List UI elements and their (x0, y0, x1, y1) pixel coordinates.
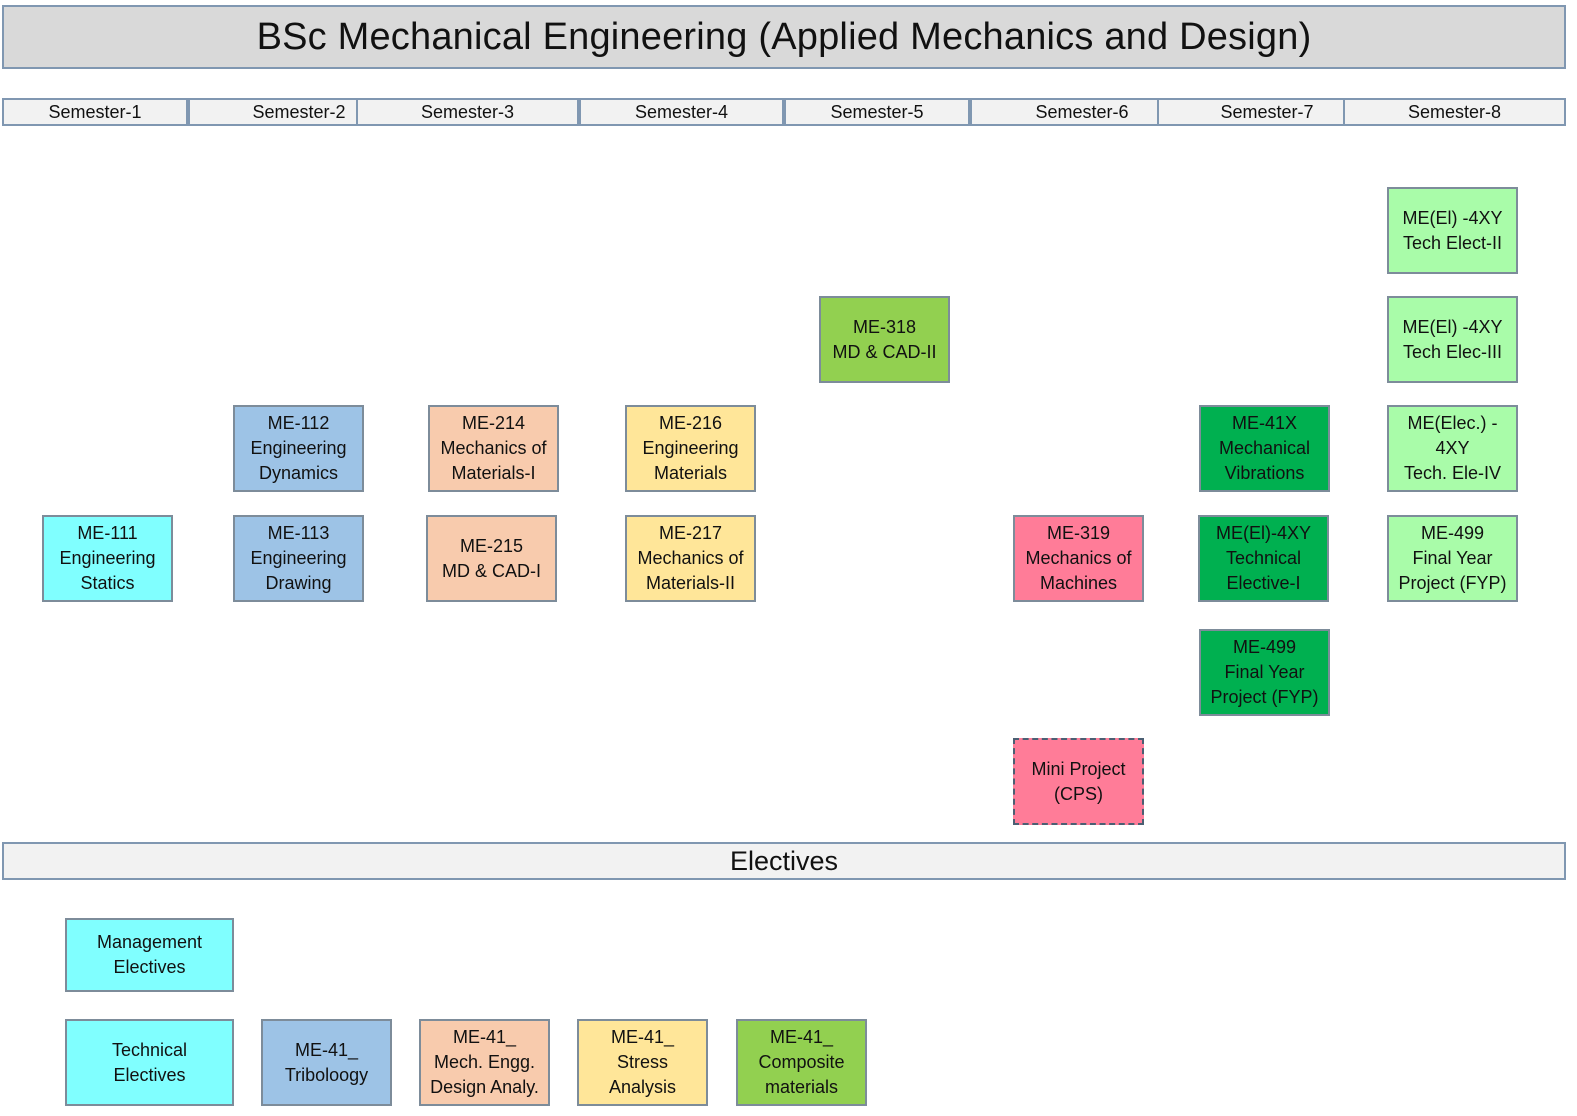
course-title-line: (CPS) (1054, 783, 1103, 804)
course-title-line: Elective-I (1226, 573, 1301, 593)
course-title-line: Tech Elec-III (1402, 341, 1503, 362)
course-tech-elective-4: ME(Elec.) - 4XY Tech. Ele-IV (1387, 405, 1518, 492)
course-code: ME-217 (658, 523, 723, 543)
course-me-113: ME-113 Engineering Drawing (233, 515, 364, 602)
course-title-line: Technical (1225, 548, 1302, 568)
course-code: ME-214 (461, 413, 526, 433)
course-title-line: Vibrations (1224, 463, 1305, 483)
course-code: ME(El) -4XY (1402, 316, 1503, 337)
course-title-line: Composite (758, 1052, 845, 1072)
elective-stress-analysis: ME-41_ Stress Analysis (577, 1019, 708, 1106)
course-code: ME-113 (267, 523, 330, 543)
course-code: ME-215 (459, 535, 524, 556)
course-title-line: Final Year (1412, 548, 1493, 568)
management-electives: Management Electives (65, 918, 234, 992)
semester-4-header: Semester-4 (579, 98, 784, 126)
semester-header-row: Semester-1 Semester-2 Semester-3 Semeste… (0, 98, 1577, 128)
course-code: ME-499 (1420, 523, 1485, 543)
course-title-line: Triboloogy (284, 1064, 369, 1085)
course-code: ME-319 (1046, 523, 1111, 543)
course-title-line: Materials-II (645, 573, 735, 593)
semester-5-header: Semester-5 (784, 98, 970, 126)
course-me-215: ME-215 MD & CAD-I (426, 515, 557, 602)
technical-electives: Technical Electives (65, 1019, 234, 1106)
course-title-line: Materials (653, 463, 728, 483)
course-me-318: ME-318 MD & CAD-II (819, 296, 950, 383)
course-code: ME-216 (658, 413, 723, 433)
course-title-line: MD & CAD-I (442, 560, 541, 581)
course-me-112: ME-112 Engineering Dynamics (233, 405, 364, 492)
course-code: ME(El)-4XY (1215, 523, 1311, 543)
course-technical-elective-1: ME(El)-4XY Technical Elective-I (1198, 515, 1329, 602)
course-me-499-semester-8: ME-499 Final Year Project (FYP) (1387, 515, 1518, 602)
course-title-line: Mechanics of (637, 548, 744, 568)
course-code: ME-499 (1232, 637, 1297, 657)
course-title-line: Statics (80, 573, 135, 593)
course-code: ME-41_ (452, 1027, 517, 1047)
course-title-line: Engineering (59, 548, 156, 568)
course-title-line: MD & CAD-II (832, 341, 937, 362)
elective-label-line: Electives (113, 1064, 186, 1085)
course-mini-project: Mini Project (CPS) (1013, 738, 1144, 825)
course-tech-elective-2: ME(El) -4XY Tech Elect-II (1387, 187, 1518, 274)
semester-7-header: Semester-7 (1157, 98, 1377, 126)
course-code: 4XY (1435, 438, 1470, 458)
course-title-line: Final Year (1224, 662, 1305, 682)
course-code: ME-41_ (294, 1039, 359, 1060)
course-code: ME-112 (267, 413, 330, 433)
course-me-111: ME-111 Engineering Statics (42, 515, 173, 602)
course-me-214: ME-214 Mechanics of Materials-I (428, 405, 559, 492)
electives-header: Electives (2, 842, 1566, 880)
semester-8-header: Semester-8 (1343, 98, 1566, 126)
course-title-line: materials (764, 1077, 839, 1097)
course-code: ME-111 (77, 523, 138, 543)
course-title-line: Mech. Engg. (433, 1052, 536, 1072)
course-title-line: Tech Elect-II (1402, 232, 1503, 253)
course-code: ME-318 (852, 316, 917, 337)
course-title-line: Engineering (250, 548, 347, 568)
course-title-line: Design Analy. (430, 1077, 539, 1097)
page-title: BSc Mechanical Engineering (Applied Mech… (2, 5, 1566, 69)
elective-label-line: Electives (113, 957, 186, 977)
course-code: ME-41X (1231, 413, 1298, 433)
course-title-line: Materials-I (451, 463, 536, 483)
course-code: ME-41_ (610, 1027, 675, 1047)
course-title-line: Analysis (608, 1077, 677, 1097)
course-code: ME(El) -4XY (1402, 207, 1503, 228)
course-me-319: ME-319 Mechanics of Machines (1013, 515, 1144, 602)
course-title-line: Project (FYP) (1398, 573, 1507, 593)
course-title-line: Stress (616, 1052, 668, 1072)
course-title-line: Engineering (250, 438, 347, 458)
course-title-line: Mechanics of (440, 438, 547, 458)
course-tech-elective-3: ME(El) -4XY Tech Elec-III (1387, 296, 1518, 383)
course-title-line: Dynamics (258, 463, 338, 483)
course-me-217: ME-217 Mechanics of Materials-II (625, 515, 756, 602)
course-title-line: Project (FYP) (1210, 687, 1319, 707)
semester-1-header: Semester-1 (2, 98, 188, 126)
semester-3-header: Semester-3 (356, 98, 579, 126)
semester-6-header: Semester-6 (970, 98, 1194, 126)
elective-design-analysis: ME-41_ Mech. Engg. Design Analy. (419, 1019, 550, 1106)
elective-tribology: ME-41_ Triboloogy (261, 1019, 392, 1106)
course-title-line: Mini Project (1031, 758, 1126, 779)
course-title-line: Mechanics of (1025, 548, 1132, 568)
course-code: ME-41_ (769, 1027, 834, 1047)
course-title-line: Engineering (642, 438, 739, 458)
elective-label-line: Technical (111, 1039, 188, 1060)
elective-composite-materials: ME-41_ Composite materials (736, 1019, 867, 1106)
course-me-41x: ME-41X Mechanical Vibrations (1199, 405, 1330, 492)
course-code: ME(Elec.) - (1407, 413, 1498, 433)
course-me-499-semester-7: ME-499 Final Year Project (FYP) (1199, 629, 1330, 716)
course-title-line: Machines (1039, 573, 1118, 593)
course-me-216: ME-216 Engineering Materials (625, 405, 756, 492)
course-title-line: Drawing (265, 573, 332, 593)
elective-label-line: Management (96, 932, 203, 952)
course-title-line: Tech. Ele-IV (1403, 463, 1502, 483)
course-title-line: Mechanical (1218, 438, 1311, 458)
